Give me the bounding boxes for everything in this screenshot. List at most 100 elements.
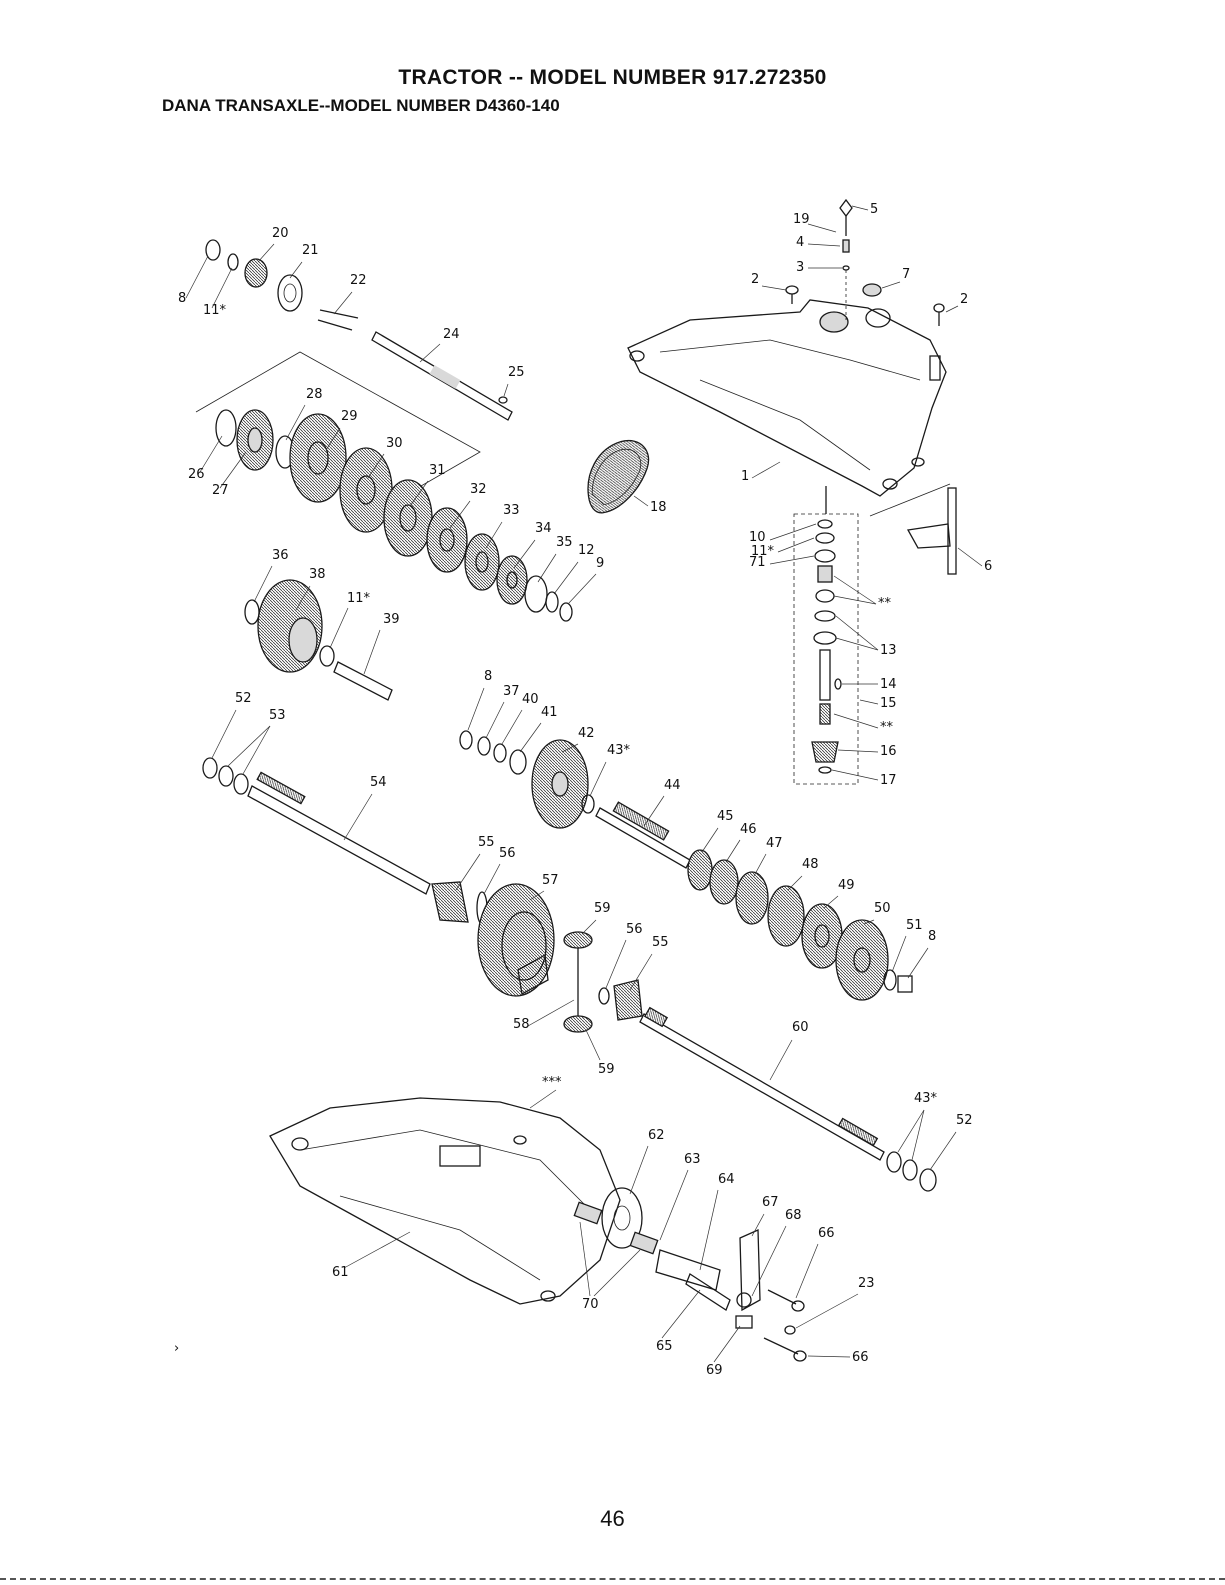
part-callout: 11* [751,544,775,559]
part-callout: 11* [203,303,227,318]
part-callout: 51 [906,918,923,933]
part-callout: 55 [478,835,495,850]
part-callout: 8 [928,929,936,944]
part-callout: 43* [607,743,631,758]
part-callout: 64 [718,1172,735,1187]
part-callout: 47 [766,836,783,851]
part-callout: 2 [751,272,759,287]
part-callout: 17 [880,773,897,788]
part-callout: 43* [914,1091,938,1106]
part-callout: 66 [852,1350,869,1365]
part-callout: 7 [902,267,910,282]
part-callout: 19 [793,212,810,227]
part-callout: *** [542,1075,562,1090]
part-callout: 11* [347,591,371,606]
part-callout: 14 [880,677,897,692]
part-callout: 16 [880,744,897,759]
shifter-stack [793,483,957,785]
differential-group [477,883,937,1192]
part-callout: 3 [796,260,804,275]
part-callout: 67 [762,1195,779,1210]
part-callout: 6 [984,559,992,574]
part-callout: 25 [508,365,525,380]
part-callout: 13 [880,643,897,658]
part-callout: 31 [429,463,446,478]
part-callout: 42 [578,726,595,741]
part-callout: 34 [535,521,552,536]
part-callout: 62 [648,1128,665,1143]
part-callout: ** [878,596,892,611]
stray-mark: › [174,1341,179,1356]
part-callout: 26 [188,467,205,482]
part-callout: 56 [499,846,516,861]
part-callout: 58 [513,1017,530,1032]
part-callout: 68 [785,1208,802,1223]
part-callout: 59 [594,901,611,916]
part-callout: 12 [578,543,595,558]
input-shaft-group [195,239,513,513]
upper-housing [627,198,947,497]
part-callout: 52 [956,1113,973,1128]
part-callout: 48 [802,857,819,872]
part-callout: 37 [503,684,520,699]
part-callout: 10 [749,530,766,545]
part-callout: 30 [386,436,403,451]
part-callout: ** [880,720,894,735]
part-callout: 52 [235,691,252,706]
page-number: 46 [600,1506,625,1531]
part-callout: 53 [269,708,286,723]
page-subtitle: DANA TRANSAXLE--MODEL NUMBER D4360-140 [162,96,560,115]
part-callout: 46 [740,822,757,837]
part-callout: 8 [178,291,186,306]
leader-lines [185,205,983,1363]
part-callout: 33 [503,503,520,518]
part-callout: 54 [370,775,387,790]
part-callout: 60 [792,1020,809,1035]
part-callout: 44 [664,778,681,793]
part-callout: 38 [309,567,326,582]
reverse-gear-group [244,579,393,701]
part-callout: 36 [272,548,289,563]
drive-chain [587,439,650,514]
lower-housing [269,1097,621,1305]
part-callout: 57 [542,873,559,888]
part-callout: 49 [838,878,855,893]
part-callout: 69 [706,1363,723,1378]
part-callout: 22 [350,273,367,288]
part-callout: 8 [484,669,492,684]
part-callout: 5 [870,202,878,217]
part-callout: 63 [684,1152,701,1167]
part-callout: 65 [656,1339,673,1354]
part-callout: 28 [306,387,323,402]
part-callout: 27 [212,483,229,498]
part-callout: 59 [598,1062,615,1077]
part-callout: 2 [960,292,968,307]
part-callout: 23 [858,1276,875,1291]
part-callout: 1 [741,469,749,484]
part-callout: 40 [522,692,539,707]
part-callout: 29 [341,409,358,424]
part-callout: 4 [796,235,804,250]
part-callout: 9 [596,556,604,571]
axle-and-output-shafts [202,730,913,1001]
countershaft-gear-stack [215,409,573,622]
part-callout: 41 [541,705,558,720]
part-callout: 71 [749,555,766,570]
footer-rule [0,1578,1225,1580]
part-callout: 24 [443,327,460,342]
part-callout: 21 [302,243,319,258]
part-callout: 20 [272,226,289,241]
part-callout: 32 [470,482,487,497]
part-callout: 55 [652,935,669,950]
part-callout: 56 [626,922,643,937]
part-callout: 39 [383,612,400,627]
part-callout: 18 [650,500,667,515]
part-callout: 61 [332,1265,349,1280]
part-callout: 15 [880,696,897,711]
part-callout: 45 [717,809,734,824]
part-callout: 35 [556,535,573,550]
part-callout: 70 [582,1297,599,1312]
part-callout: 66 [818,1226,835,1241]
